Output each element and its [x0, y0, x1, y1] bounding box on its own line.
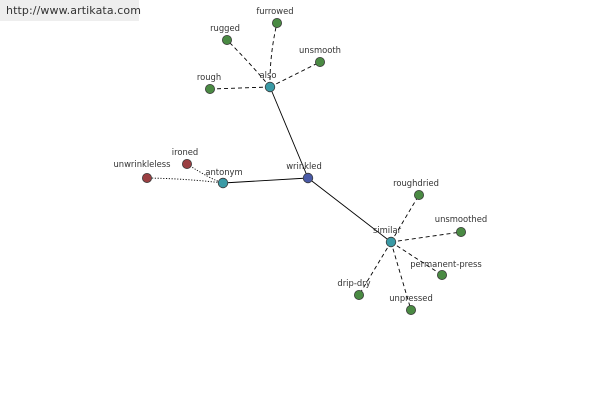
node-also-dot[interactable]	[264, 81, 276, 93]
edge-similar-permanent-press	[390, 241, 443, 276]
node-rough[interactable]: rough	[197, 72, 221, 95]
node-antonym-dot[interactable]	[217, 177, 229, 189]
node-wrinkled-dot[interactable]	[302, 172, 314, 184]
node-also-label: also	[260, 70, 277, 80]
node-unpressed[interactable]: unpressed	[389, 293, 433, 315]
node-permanent-press[interactable]: permanent-press	[410, 259, 482, 280]
edge-also-furrowed	[269, 22, 278, 88]
node-wrinkled-label: wrinkled	[286, 161, 322, 171]
node-furrowed-dot[interactable]	[271, 17, 282, 28]
edge-wrinkled-antonym	[222, 177, 309, 184]
edge-also-rugged	[226, 39, 271, 88]
node-unsmooth-label: unsmooth	[299, 45, 341, 55]
edge-similar-unsmoothed	[390, 231, 462, 243]
node-unsmoothed-dot[interactable]	[455, 226, 466, 237]
edge-wrinkled-similar	[307, 177, 392, 243]
node-drip-dry-dot[interactable]	[353, 289, 364, 300]
node-antonym-label: antonym	[205, 167, 242, 177]
node-ironed[interactable]: ironed	[172, 147, 199, 169]
edges-layer	[146, 22, 462, 311]
node-permanent-press-dot[interactable]	[436, 269, 447, 280]
node-unsmooth[interactable]: unsmooth	[299, 45, 341, 68]
node-ironed-label: ironed	[172, 147, 199, 157]
node-drip-dry-label: drip-dry	[337, 278, 370, 288]
node-rugged-label: rugged	[210, 23, 240, 33]
node-roughdried[interactable]: roughdried	[393, 178, 439, 200]
node-similar-dot[interactable]	[385, 236, 397, 248]
node-ironed-dot[interactable]	[181, 158, 192, 169]
node-furrowed-label: furrowed	[256, 6, 293, 16]
node-roughdried-label: roughdried	[393, 178, 439, 188]
edge-similar-roughdried	[390, 194, 420, 243]
node-permanent-press-label: permanent-press	[410, 259, 482, 269]
node-similar[interactable]: similar	[373, 225, 402, 248]
node-unsmooth-dot[interactable]	[314, 57, 325, 68]
node-unpressed-dot[interactable]	[405, 304, 416, 315]
node-furrowed[interactable]: furrowed	[256, 6, 294, 28]
node-unwrinkleless-label: unwrinkleless	[113, 159, 170, 169]
node-unpressed-label: unpressed	[389, 293, 433, 303]
node-unsmoothed[interactable]: unsmoothed	[435, 214, 487, 237]
node-roughdried-dot[interactable]	[413, 189, 424, 200]
node-also[interactable]: also	[260, 70, 277, 93]
nodes-layer: rugged furrowed unsmooth rough ironedunwrink…	[113, 6, 487, 315]
node-wrinkled[interactable]: wrinkled	[286, 161, 322, 184]
node-rough-label: rough	[197, 72, 221, 82]
node-unwrinkleless[interactable]: unwrinkleless	[113, 159, 171, 183]
node-antonym[interactable]: antonym	[205, 167, 243, 189]
node-rough-dot[interactable]	[204, 84, 215, 95]
source-url-watermark: http://www.artikata.com	[0, 0, 141, 21]
node-rugged-dot[interactable]	[221, 35, 232, 46]
node-rugged[interactable]: rugged	[210, 23, 240, 46]
node-drip-dry[interactable]: drip-dry	[337, 278, 371, 300]
edge-also-rough	[209, 86, 271, 90]
edge-similar-drip-dry	[358, 241, 392, 296]
edge-similar-unpressed	[390, 241, 412, 311]
node-unwrinkleless-dot[interactable]	[141, 172, 152, 183]
edge-wrinkled-also	[269, 86, 309, 179]
node-similar-label: similar	[373, 225, 402, 235]
node-unsmoothed-label: unsmoothed	[435, 214, 487, 224]
edge-also-unsmooth	[269, 61, 321, 88]
